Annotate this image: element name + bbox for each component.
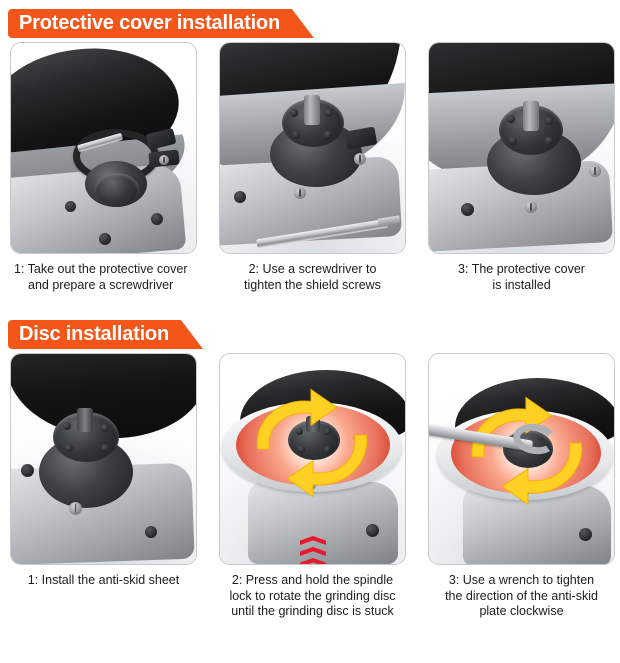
press-direction-chevrons (300, 536, 326, 564)
caption-line-2: the direction of the anti-skid (445, 588, 598, 603)
shield-screw-icon (354, 153, 366, 165)
section-title: Disc installation (19, 323, 169, 345)
step-card-2-2: 2: Press and hold the spindle lock to ro… (219, 353, 406, 620)
caption-line-1: 3: Use a wrench to tighten (448, 573, 595, 587)
flange-bolt-icon (65, 444, 73, 452)
caption-line-2: and prepare a screwdriver (28, 277, 174, 292)
spindle-shaft (77, 408, 93, 432)
spindle-shaft (304, 95, 320, 125)
caption-line-3: until the grinding disc is stuck (231, 604, 394, 618)
body-bolt-icon (145, 526, 157, 538)
flange-bolt-icon (324, 446, 331, 453)
step-image-1-3 (428, 42, 615, 254)
flange-bolt-icon (545, 137, 553, 145)
section-banner: Disc installation (8, 320, 203, 349)
step-caption-1-3: 3: The protective cover is installed (428, 262, 615, 293)
flange-bolt-icon (101, 444, 109, 452)
body-bolt-icon (65, 201, 76, 212)
banner-tail-shape (180, 320, 203, 349)
section-header-disc-installation: Disc installation (0, 311, 620, 353)
step-card-2-1: 1: Install the anti-skid sheet (10, 353, 197, 620)
step-card-1-2: 2: Use a screwdriver to tighten the shie… (219, 42, 406, 293)
section-title: Protective cover installation (19, 12, 280, 34)
step-caption-1-1: 1: Take out the protective cover and pre… (10, 262, 197, 293)
clamp-screw-icon (159, 155, 169, 165)
step-caption-2-3: 3: Use a wrench to tighten the direction… (428, 573, 615, 620)
flange-bolt-icon (509, 137, 517, 145)
step-image-2-1 (10, 353, 197, 565)
body-bolt-icon (151, 213, 163, 225)
spindle-flange (95, 173, 139, 207)
body-screw-icon (69, 502, 82, 515)
banner-tail-shape (291, 9, 314, 38)
flange-bolt-icon (507, 115, 515, 123)
steps-row-2: 1: Install the anti-skid sheet (0, 353, 620, 620)
section-header-protective-cover: Protective cover installation (0, 0, 620, 42)
step-card-2-3: 3: Use a wrench to tighten the direction… (428, 353, 615, 620)
shield-screw-icon (589, 165, 601, 177)
flange-bolt-icon (296, 428, 303, 435)
caption-line-1: 1: Install the anti-skid sheet (27, 573, 180, 587)
caption-line-2: is installed (492, 277, 551, 292)
step-caption-1-2: 2: Use a screwdriver to tighten the shie… (219, 262, 406, 293)
section-disc-installation: Disc installation (0, 311, 620, 620)
chevron-up-icon (300, 558, 326, 564)
step-caption-2-2: 2: Press and hold the spindle lock to ro… (219, 573, 406, 620)
flange-bolt-icon (290, 109, 298, 117)
flange-bolt-icon (298, 446, 305, 453)
flange-bolt-icon (292, 131, 300, 139)
step-image-2-2 (219, 353, 406, 565)
steps-row-1: 1: Take out the protective cover and pre… (0, 42, 620, 293)
rotation-arrows-icon (471, 396, 583, 506)
rotation-arrows-icon (256, 388, 368, 498)
body-bolt-icon (366, 524, 379, 537)
caption-line-1: 2: Use a screwdriver to (248, 262, 377, 276)
step-caption-2-1: 1: Install the anti-skid sheet (10, 573, 197, 589)
step-card-1-3: 3: The protective cover is installed (428, 42, 615, 293)
grinder-body (248, 482, 398, 564)
step-card-1-1: 1: Take out the protective cover and pre… (10, 42, 197, 293)
step-image-2-3 (428, 353, 615, 565)
caption-line-2: tighten the shield screws (244, 277, 381, 292)
flange-bolt-icon (324, 428, 331, 435)
chevron-up-icon (300, 547, 326, 556)
flange-bolt-icon (545, 117, 553, 125)
caption-line-1: 2: Press and hold the spindle (231, 573, 394, 587)
step-image-1-2 (219, 42, 406, 254)
section-banner: Protective cover installation (8, 9, 314, 38)
body-bolt-icon (461, 203, 474, 216)
caption-line-1: 3: The protective cover (458, 262, 585, 276)
flange-bolt-icon (101, 424, 109, 432)
caption-line-3: plate clockwise (479, 604, 564, 618)
flange-bolt-icon (63, 422, 71, 430)
spindle-shaft (523, 101, 539, 131)
flange-bolt-icon (324, 131, 332, 139)
step-image-1-1 (10, 42, 197, 254)
body-bolt-icon (234, 191, 246, 203)
chevron-up-icon (300, 536, 326, 545)
body-bolt-icon (99, 233, 111, 245)
caption-line-2: lock to rotate the grinding disc (229, 588, 396, 603)
flange-bolt-icon (325, 109, 333, 117)
section-protective-cover-installation: Protective cover installation (0, 0, 620, 293)
body-bolt-icon (579, 528, 592, 541)
shield-screw-icon (294, 187, 306, 199)
caption-line-1: 1: Take out the protective cover (14, 262, 188, 276)
shield-screw-icon (525, 201, 537, 213)
body-bolt-icon (21, 464, 34, 477)
